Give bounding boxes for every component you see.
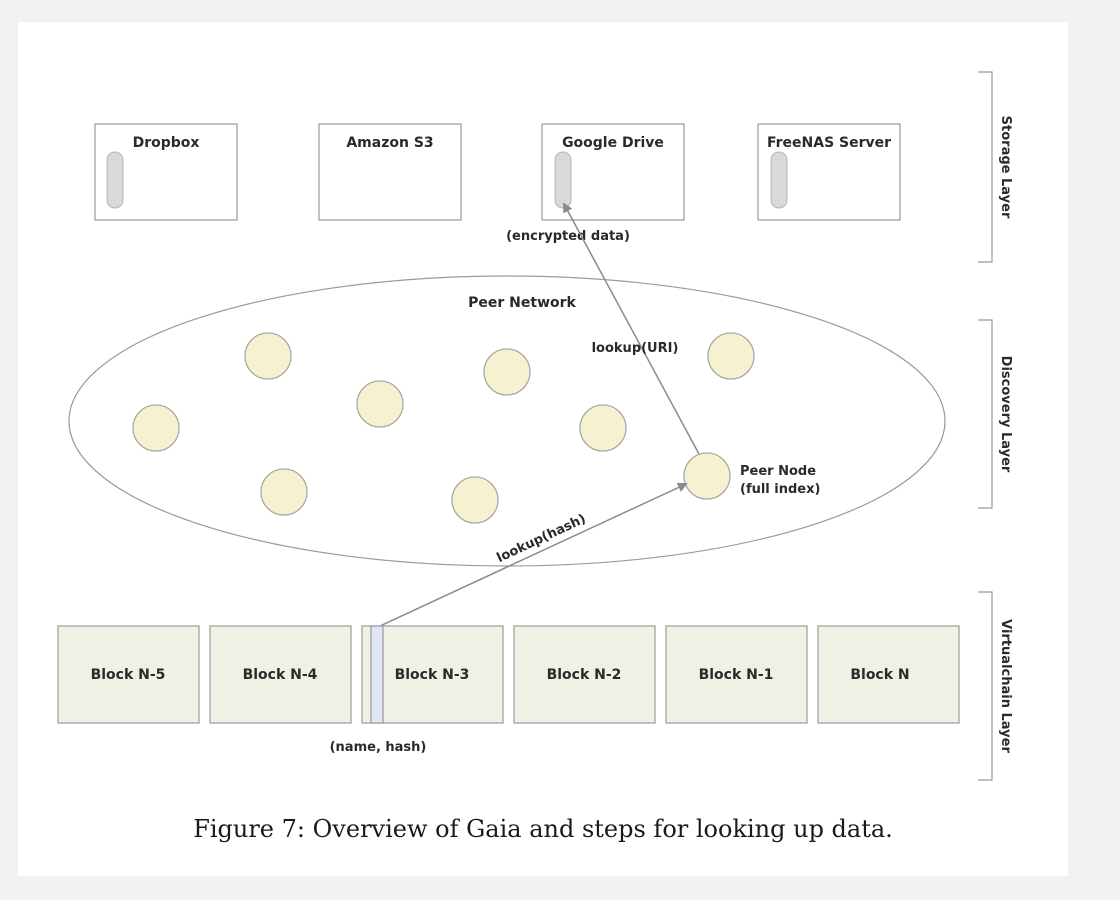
figure-page: Dropbox Amazon S3 Google Drive FreeNAS S… bbox=[18, 22, 1068, 876]
block-n-5 bbox=[57, 625, 200, 724]
virtualchain-layer-label: Virtualchain Layer bbox=[998, 619, 1013, 753]
block-label: Block N-2 bbox=[547, 667, 622, 683]
name-hash-label: (name, hash) bbox=[330, 740, 427, 755]
peer-node bbox=[451, 476, 499, 524]
peer-node bbox=[707, 332, 755, 380]
peer-network-ellipse bbox=[68, 275, 946, 567]
peer-node bbox=[356, 380, 404, 428]
peer-node bbox=[260, 468, 308, 516]
peer-node-full-index bbox=[683, 452, 731, 500]
peer-node-label: Peer Node bbox=[740, 464, 816, 479]
lookup-hash-arrow bbox=[379, 482, 688, 627]
peer-node bbox=[579, 404, 627, 452]
peer-node bbox=[132, 404, 180, 452]
block-label: Block N-1 bbox=[699, 667, 774, 683]
figure-caption: Figure 7: Overview of Gaia and steps for… bbox=[193, 815, 893, 843]
storage-layer-bracket bbox=[978, 71, 993, 263]
block-n bbox=[817, 625, 960, 724]
data-slot-icon bbox=[106, 151, 124, 209]
virtualchain-layer-bracket bbox=[978, 591, 993, 781]
block-label: Block N-5 bbox=[91, 667, 166, 683]
data-slot-icon bbox=[770, 151, 788, 209]
encrypted-data-label: (encrypted data) bbox=[506, 229, 630, 244]
discovery-layer-bracket bbox=[978, 319, 993, 509]
lookup-uri-arrow bbox=[563, 202, 700, 455]
storage-box-freenas: FreeNAS Server bbox=[757, 123, 901, 221]
storage-layer-label: Storage Layer bbox=[998, 116, 1013, 219]
block-n-1 bbox=[665, 625, 808, 724]
block-label: Block N-4 bbox=[243, 667, 318, 683]
data-slot-icon bbox=[554, 151, 572, 209]
discovery-layer-label: Discovery Layer bbox=[998, 356, 1013, 473]
block-n-4 bbox=[209, 625, 352, 724]
block-label: Block N-3 bbox=[395, 667, 470, 683]
storage-box-dropbox: Dropbox bbox=[94, 123, 238, 221]
storage-label-freenas: FreeNAS Server bbox=[767, 135, 891, 151]
gaia-diagram: Dropbox Amazon S3 Google Drive FreeNAS S… bbox=[57, 71, 1013, 781]
storage-box-amazon-s3: Amazon S3 bbox=[318, 123, 462, 221]
lookup-uri-label: lookup(URI) bbox=[592, 341, 679, 356]
peer-node bbox=[483, 348, 531, 396]
name-hash-record-marker bbox=[370, 625, 384, 724]
block-n-2 bbox=[513, 625, 656, 724]
block-label: Block N bbox=[850, 667, 909, 683]
peer-network-label: Peer Network bbox=[468, 295, 576, 311]
storage-box-google-drive: Google Drive bbox=[541, 123, 685, 221]
block-n-3 bbox=[361, 625, 504, 724]
peer-node-sublabel: (full index) bbox=[740, 482, 820, 497]
peer-node bbox=[244, 332, 292, 380]
storage-label-dropbox: Dropbox bbox=[133, 135, 200, 151]
storage-label-google-drive: Google Drive bbox=[562, 135, 664, 151]
storage-label-amazon-s3: Amazon S3 bbox=[346, 135, 433, 151]
